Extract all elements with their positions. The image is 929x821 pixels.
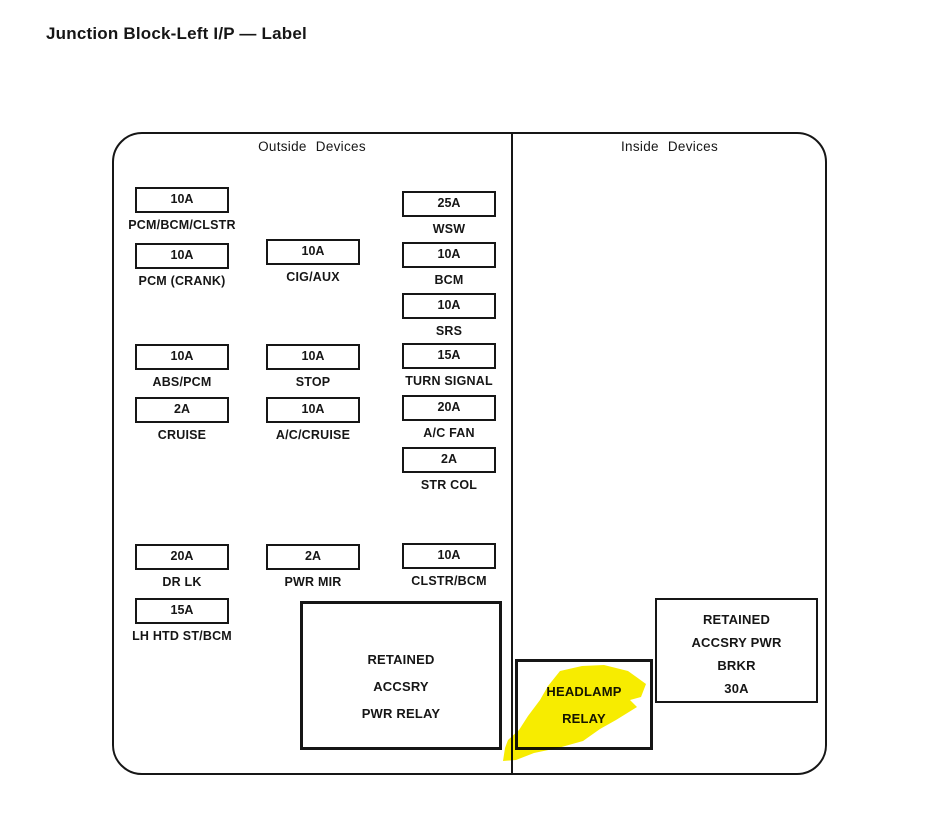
fuse-lh-htd-st-bcm: 15A LH HTD ST/BCM xyxy=(112,598,252,643)
relay-text-line: ACCSRY PWR xyxy=(691,634,782,650)
fuse-label: CRUISE xyxy=(157,428,207,442)
fuse-amp-box: 15A xyxy=(135,598,229,624)
relay-text-line: PWR RELAY xyxy=(361,706,441,721)
fuse-label: TURN SIGNAL xyxy=(405,374,493,388)
fuse-amp-box: 10A xyxy=(266,239,360,265)
fuse-dr-lk: 20A DR LK xyxy=(112,544,252,589)
fuse-label: PCM/BCM/CLSTR xyxy=(128,218,236,232)
fuse-amp-box: 10A xyxy=(266,344,360,370)
fuse-amp-box: 25A xyxy=(402,191,496,217)
relay-text-line: RELAY xyxy=(562,710,606,726)
fuse-label: DR LK xyxy=(162,575,202,589)
fuse-amp-box: 2A xyxy=(402,447,496,473)
fuse-label: CLSTR/BCM xyxy=(411,574,487,588)
fuse-label: PCM (CRANK) xyxy=(138,274,226,288)
fuse-str-col: 2A STR COL xyxy=(379,447,519,492)
fuse-amp-box: 2A xyxy=(266,544,360,570)
fuse-srs: 10A SRS xyxy=(379,293,519,338)
fuse-amp-box: 10A xyxy=(402,293,496,319)
relay-text-line: RETAINED xyxy=(702,611,771,627)
fuse-label: STOP xyxy=(295,375,331,389)
fuse-amp-box: 2A xyxy=(135,397,229,423)
fuse-amp-box: 10A xyxy=(135,344,229,370)
fuse-label: PWR MIR xyxy=(284,575,342,589)
fuse-pcm-crank: 10A PCM (CRANK) xyxy=(112,243,252,288)
fuse-ac-fan: 20A A/C FAN xyxy=(379,395,519,440)
inside-devices-header: Inside Devices xyxy=(621,139,718,154)
fuse-label: BCM xyxy=(434,273,464,287)
headlamp-relay-box: HEADLAMP RELAY xyxy=(515,659,653,750)
fuse-cig-aux: 10A CIG/AUX xyxy=(243,239,383,284)
fuse-abs-pcm: 10A ABS/PCM xyxy=(112,344,252,389)
fuse-cruise: 2A CRUISE xyxy=(112,397,252,442)
relay-text-line: RETAINED xyxy=(367,652,435,667)
fuse-pcm-bcm-clstr: 10A PCM/BCM/CLSTR xyxy=(112,187,252,232)
fuse-label: STR COL xyxy=(420,478,478,492)
fuse-pwr-mir: 2A PWR MIR xyxy=(243,544,383,589)
relay-text-line: BRKR xyxy=(717,657,756,673)
fuse-amp-box: 15A xyxy=(402,343,496,369)
inside-outside-divider-line xyxy=(511,133,513,774)
fuse-amp-box: 20A xyxy=(402,395,496,421)
fuse-amp-box: 10A xyxy=(135,187,229,213)
fuse-amp-box: 10A xyxy=(135,243,229,269)
fuse-amp-box: 20A xyxy=(135,544,229,570)
fuse-label: LH HTD ST/BCM xyxy=(132,629,232,643)
fuse-turn-signal: 15A TURN SIGNAL xyxy=(379,343,519,388)
page-title: Junction Block-Left I/P — Label xyxy=(46,24,307,43)
fuse-label: SRS xyxy=(435,324,463,338)
fuse-ac-cruise: 10A A/C/CRUISE xyxy=(243,397,383,442)
fuse-clstr-bcm: 10A CLSTR/BCM xyxy=(379,543,519,588)
fuse-amp-box: 10A xyxy=(402,242,496,268)
fuse-label: CIG/AUX xyxy=(286,270,340,284)
fuse-label: WSW xyxy=(432,222,466,236)
outside-devices-header: Outside Devices xyxy=(258,139,366,154)
fuse-amp-box: 10A xyxy=(402,543,496,569)
fuse-label: A/C FAN xyxy=(423,426,475,440)
fuse-label: ABS/PCM xyxy=(152,375,212,389)
relay-text-line: ACCSRY xyxy=(373,679,429,694)
fuse-wsw: 25A WSW xyxy=(379,191,519,236)
relay-text-line: 30A xyxy=(724,680,749,696)
fuse-label: A/C/CRUISE xyxy=(275,428,351,442)
retained-accsry-pwr-relay-box: RETAINED ACCSRY PWR RELAY xyxy=(300,601,502,750)
retained-accsry-pwr-brkr-box: RETAINED ACCSRY PWR BRKR 30A xyxy=(655,598,818,703)
fuse-amp-box: 10A xyxy=(266,397,360,423)
fuse-bcm: 10A BCM xyxy=(379,242,519,287)
fuse-stop: 10A STOP xyxy=(243,344,383,389)
relay-text-line: HEADLAMP xyxy=(546,683,622,699)
